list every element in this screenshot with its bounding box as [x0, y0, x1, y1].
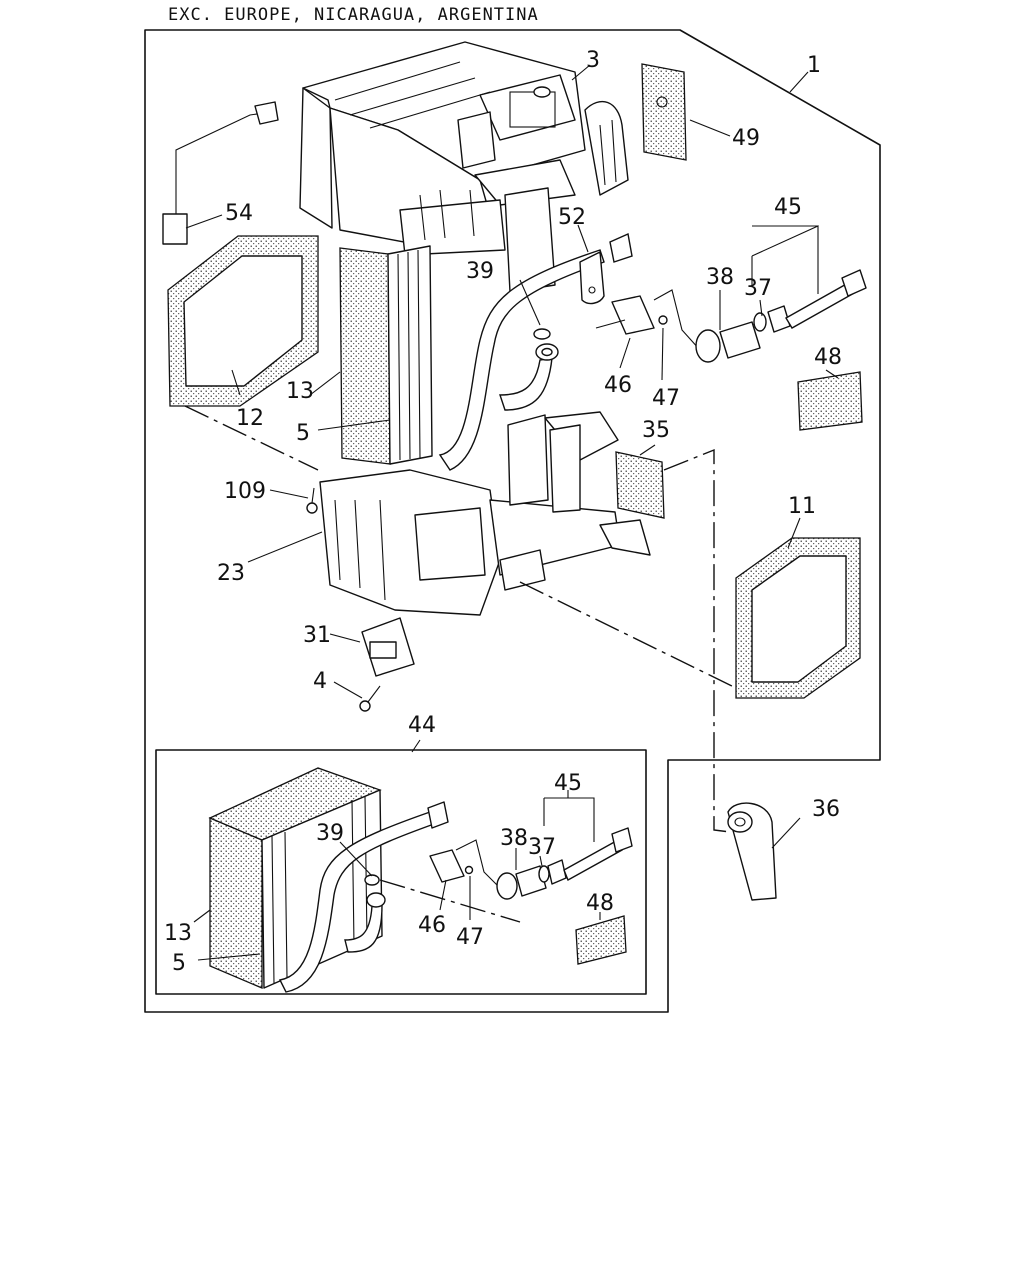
- inset-evaporator-core: [208, 767, 383, 989]
- inset-callout-47: 47: [456, 925, 484, 950]
- seal-gasket-11: [735, 537, 861, 699]
- inset-refrigerant-tube: [278, 801, 449, 993]
- evaporator-core: [339, 245, 433, 465]
- refrigerant-tube: [438, 232, 633, 471]
- o-ring-39: [533, 328, 551, 340]
- callout-54: 54: [225, 201, 253, 226]
- inset-callout-39: 39: [316, 821, 344, 846]
- leader-lines: [185, 64, 839, 849]
- callout-5: 5: [296, 421, 310, 446]
- callout-35: 35: [642, 418, 670, 443]
- alignment-line-12: [184, 405, 319, 471]
- alignment-line-35: [663, 448, 731, 833]
- inset-callout-13: 13: [164, 921, 192, 946]
- bracket-52: [579, 251, 605, 305]
- callout-52: 52: [558, 205, 586, 230]
- alignment-line-11: [519, 581, 737, 689]
- callout-39: 39: [466, 259, 494, 284]
- inset-callout-37: 37: [528, 835, 556, 860]
- callout-36: 36: [812, 797, 840, 822]
- upper-case-housing: [299, 41, 629, 293]
- inset-callout-45: 45: [554, 771, 582, 796]
- foam-seal-49: [641, 63, 687, 161]
- inset-callout-38: 38: [500, 826, 528, 851]
- foam-seal-35: [615, 451, 665, 519]
- callout-45: 45: [774, 195, 802, 220]
- inset-callout-5: 5: [172, 951, 186, 976]
- callout-109: 109: [224, 479, 266, 504]
- screw-109: [306, 487, 318, 514]
- header-note: EXC. EUROPE, NICARAGUA, ARGENTINA: [168, 5, 539, 25]
- wire-harness-54: [162, 101, 279, 245]
- assembly-outline-frame: [144, 29, 881, 1013]
- lower-case-housing: [319, 411, 651, 616]
- screw-4: [359, 685, 381, 712]
- callout-38: 38: [706, 265, 734, 290]
- callout-13: 13: [286, 379, 314, 404]
- duct-36: [727, 802, 777, 901]
- foam-pad-48: [797, 371, 863, 431]
- inset-foam-pad-48: [575, 915, 627, 965]
- callout-48: 48: [814, 345, 842, 370]
- callout-11: 11: [788, 494, 816, 519]
- inset-expansion-valve: [429, 827, 633, 900]
- callout-47: 47: [652, 386, 680, 411]
- callout-23: 23: [217, 561, 245, 586]
- callout-4: 4: [313, 669, 327, 694]
- callout-46: 46: [604, 373, 632, 398]
- callout-49: 49: [732, 126, 760, 151]
- callout-12: 12: [236, 406, 264, 431]
- inset-callout-44: 44: [408, 713, 436, 738]
- callout-31: 31: [303, 623, 331, 648]
- callout-1: 1: [807, 53, 821, 78]
- inset-callout-46: 46: [418, 913, 446, 938]
- inset-frame: [155, 749, 647, 995]
- inset-leader-lines: [193, 739, 601, 961]
- seal-gasket-12: [167, 235, 319, 407]
- callout-3: 3: [586, 48, 600, 73]
- inset-callout-48: 48: [586, 891, 614, 916]
- resistor-31: [361, 617, 415, 677]
- expansion-valve-assembly: [595, 269, 867, 363]
- callout-labels: 1 3 49 54 52 45 39 38 37 13 46 47 48 12 …: [164, 48, 842, 976]
- callout-37: 37: [744, 276, 772, 301]
